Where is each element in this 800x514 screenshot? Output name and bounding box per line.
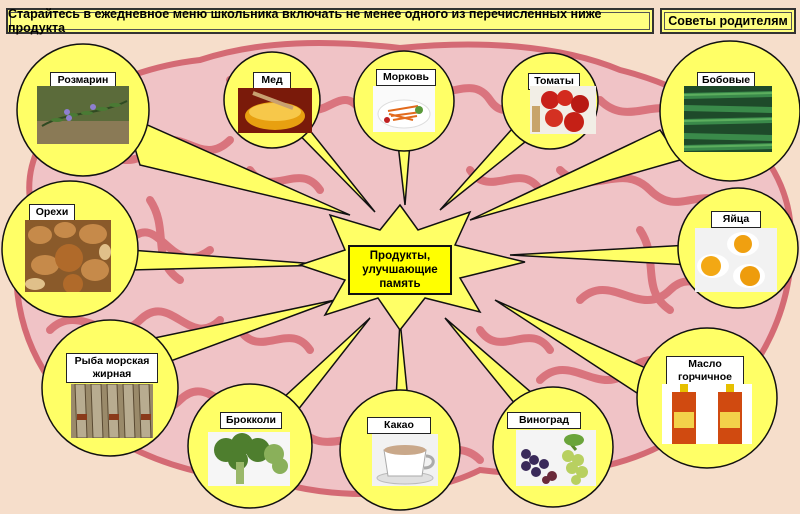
nuts-icon — [25, 220, 111, 292]
label-nuts: Орехи — [29, 204, 75, 221]
label-broccoli: Брокколи — [220, 412, 282, 429]
fish-icon — [71, 384, 153, 438]
label-oil-line2: горчичное — [677, 371, 733, 383]
parents-tips-banner: Советы родителям — [660, 8, 796, 34]
center-title-box: Продукты, улучшающие память — [348, 245, 452, 295]
label-tomatoes: Томаты — [528, 73, 580, 90]
cocoa-cup-icon — [372, 434, 438, 486]
header-main-text: Старайтесь в ежедневное меню школьника в… — [8, 7, 602, 35]
label-mustard-oil: Масло горчичное — [666, 356, 744, 386]
carrot-icon — [373, 86, 435, 132]
label-cocoa: Какао — [367, 417, 431, 434]
header-side-text: Советы родителям — [668, 14, 788, 28]
label-grapes: Виноград — [507, 412, 581, 429]
oil-bottle-icon — [662, 384, 752, 444]
broccoli-icon — [208, 432, 290, 486]
center-title-line2: улучшающие — [362, 264, 438, 276]
eggs-icon — [695, 228, 777, 292]
center-title-line1: Продукты, — [369, 250, 431, 262]
tomato-icon — [530, 86, 596, 134]
honey-icon — [238, 88, 312, 133]
label-fish: Рыба морская жирная — [66, 353, 158, 383]
label-carrot: Морковь — [376, 69, 436, 86]
header-advice-banner: Старайтесь в ежедневное меню школьника в… — [6, 7, 654, 35]
label-fish-line2: жирная — [92, 368, 132, 380]
label-fish-line1: Рыба морская — [74, 355, 150, 367]
label-oil-line1: Масло — [688, 358, 722, 370]
grapes-icon — [516, 430, 596, 486]
center-title-line3: память — [379, 278, 421, 290]
beans-icon — [684, 86, 772, 152]
label-eggs: Яйца — [711, 211, 761, 228]
label-honey: Мед — [253, 72, 291, 89]
label-rosemary: Розмарин — [50, 72, 116, 89]
rosemary-icon — [37, 86, 129, 144]
